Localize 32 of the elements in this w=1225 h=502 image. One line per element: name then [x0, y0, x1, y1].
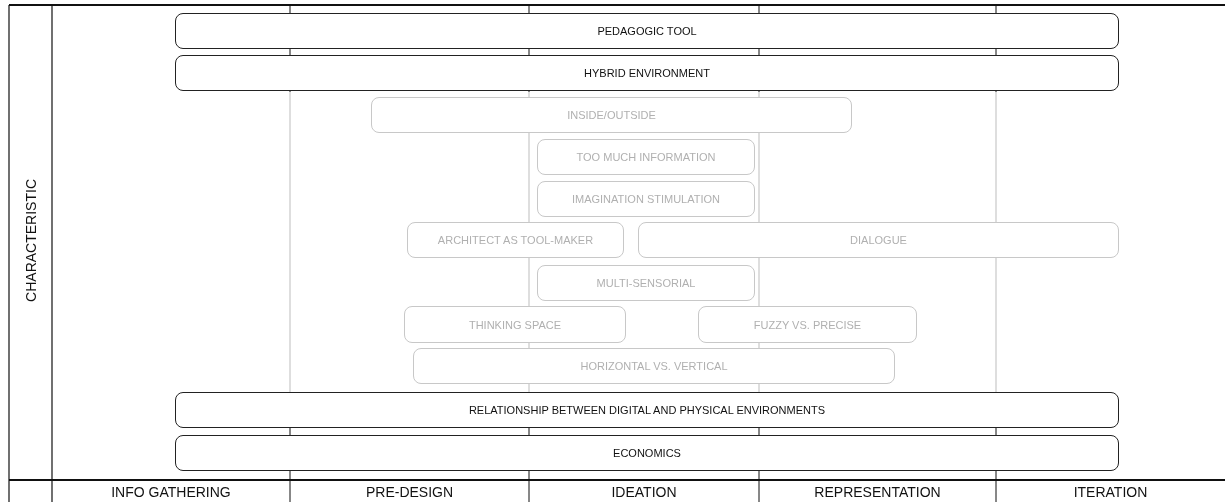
category-box [371, 97, 852, 133]
row-header: CHARACTERISTIC [23, 178, 39, 302]
category-label: THINKING SPACE [468, 318, 562, 331]
category-box [175, 392, 1119, 428]
category-box [698, 306, 917, 343]
category-box [175, 435, 1119, 471]
category-label: PEDAGOGIC TOOL [597, 25, 697, 37]
category-label: ECONOMICS [613, 447, 681, 459]
category-box [638, 222, 1119, 258]
category-label: DIALOGUE [850, 234, 907, 246]
category-label: INSIDE/OUTSIDE [567, 109, 656, 121]
category-label: ARCHITECT AS TOOL-MAKER [437, 234, 594, 246]
category-box [413, 348, 895, 384]
category-box [537, 181, 755, 217]
category-box [537, 139, 755, 175]
category-box [175, 55, 1119, 91]
category-label: IMAGINATION STIMULATION [571, 193, 721, 205]
category-label: FUZZY VS. PRECISE [753, 318, 862, 331]
category-box [407, 222, 624, 258]
category-label: MULTI-SENSORIAL [596, 277, 696, 289]
category-label: HORIZONTAL VS. VERTICAL [580, 360, 728, 372]
column-header: IDEATION [610, 482, 678, 502]
column-header: INFO GATHERING [110, 482, 232, 502]
category-label: TOO MUCH INFORMATION [576, 151, 716, 163]
column-header: PRE-DESIGN [364, 482, 455, 502]
category-box [175, 13, 1119, 49]
column-header: ITERATION [1072, 482, 1149, 502]
category-label: HYBRID ENVIRONMENT [584, 67, 710, 79]
category-label: RELATIONSHIP BETWEEN DIGITAL AND PHYSICAL ENVIRONMENTS [468, 404, 826, 416]
column-header: REPRESENTATION [813, 482, 942, 502]
category-box [404, 306, 626, 343]
category-box [537, 265, 755, 301]
